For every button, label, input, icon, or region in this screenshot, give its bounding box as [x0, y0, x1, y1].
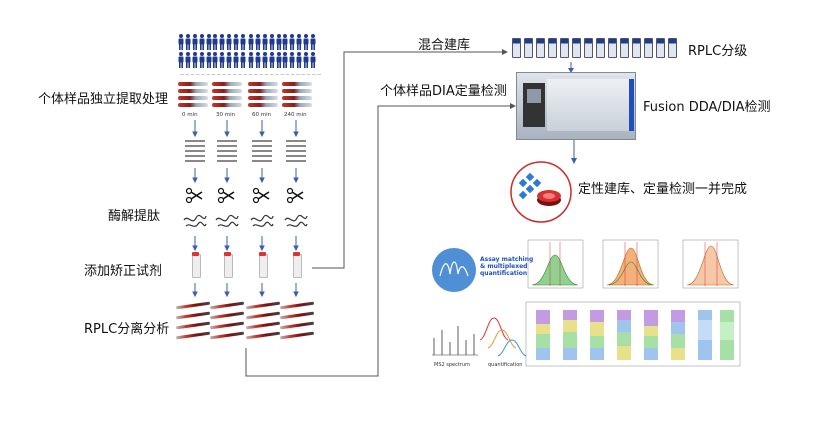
results-panel: Assay matching & multiplexed quantificat…	[428, 230, 748, 380]
mass-spectrometer	[516, 72, 636, 140]
timepoint-30: 30 min	[216, 112, 236, 118]
label-rplc-fraction: RPLC分级	[688, 44, 748, 59]
ms2-label: MS2 spectrum	[434, 362, 470, 368]
label-fusion: Fusion DDA/DIA检测	[643, 100, 771, 115]
svg-text:— — — — — — — — — — — — — — —: — — — — — — — — — — — — — — — — — — — — …	[180, 72, 321, 77]
label-complete: 定性建库、定量检测一并完成	[578, 182, 748, 197]
results-graphics	[432, 239, 741, 367]
badge-title-2: & multiplexed	[480, 263, 528, 270]
label-extraction: 个体样品独立提取处理	[38, 92, 169, 107]
label-individual-dia: 个体样品DIA定量检测	[380, 84, 507, 99]
label-calibrant: 添加矫正试剂	[84, 264, 163, 279]
label-rplc-separation: RPLC分离分析	[84, 322, 170, 337]
badge-title-1: Assay matching	[480, 256, 534, 263]
badge-title-3: quantification	[480, 270, 528, 277]
timepoint-0: 0 min	[182, 112, 198, 118]
label-digestion: 酶解提肽	[108, 209, 161, 224]
label-pooled-library: 混合建库	[418, 38, 471, 53]
timepoint-60: 60 min	[252, 112, 272, 118]
quant-label: quantification	[488, 362, 523, 368]
timepoint-240: 240 min	[284, 112, 307, 118]
